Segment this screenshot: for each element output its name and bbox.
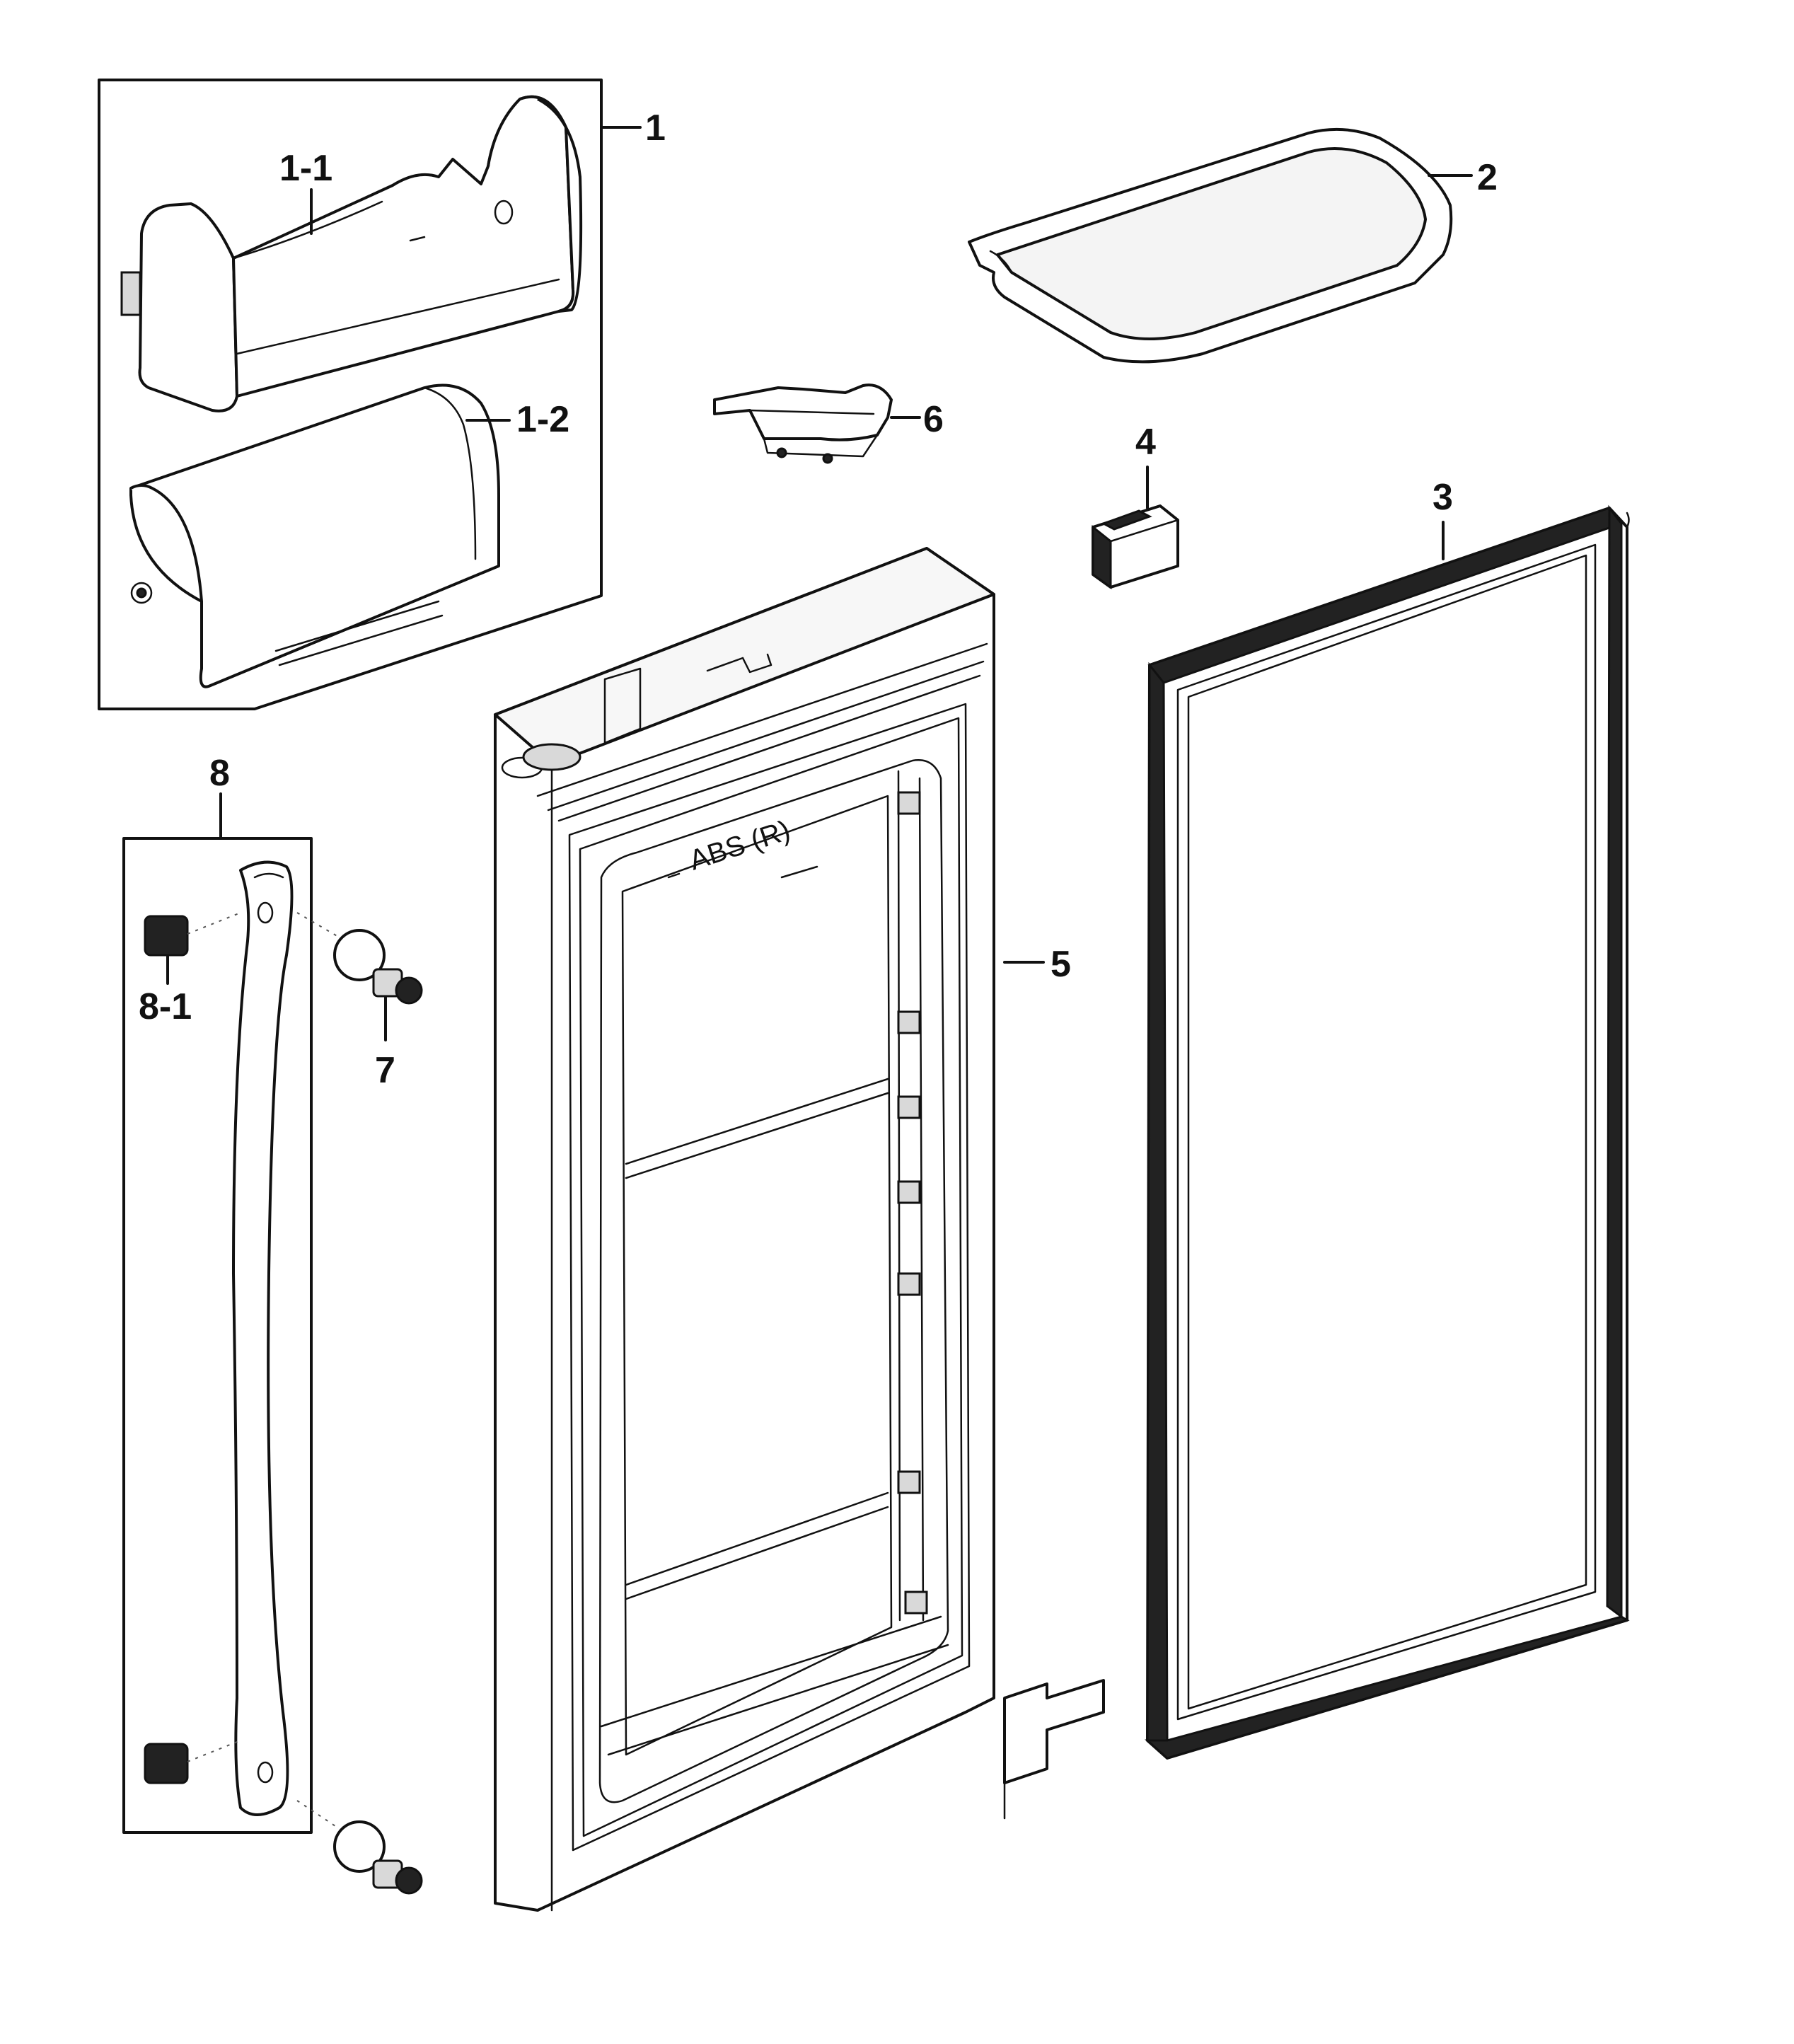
- part-7-handle-screw-bottom: [296, 1800, 423, 1895]
- callout-1: 1: [645, 108, 666, 149]
- part-3-door-gasket: [1145, 504, 1630, 1760]
- part-4-small-cap: [1092, 466, 1179, 589]
- callout-7: 7: [375, 1050, 395, 1091]
- callout-5: 5: [1051, 944, 1071, 985]
- callout-2: 2: [1477, 157, 1498, 198]
- part-6-cover: [713, 383, 921, 464]
- group-8-handle-box: [122, 792, 313, 1834]
- group-1-door-guard-box: [98, 79, 642, 710]
- callout-4: 4: [1135, 422, 1156, 463]
- callout-6: 6: [923, 399, 944, 440]
- callout-8: 8: [209, 753, 230, 794]
- callout-3: 3: [1433, 477, 1453, 518]
- callout-1-1: 1-1: [279, 148, 332, 189]
- part-1-1-door-guard-cap: [120, 95, 583, 412]
- callout-1-2: 1-2: [516, 399, 569, 440]
- part-2-guard-frame: [968, 127, 1473, 364]
- part-5-door-liner: ABS (R): [494, 547, 1105, 1912]
- callout-8-1: 8-1: [139, 986, 192, 1027]
- part-7-handle-screw-top: [296, 912, 423, 1041]
- part-1-2-door-guard-body: [129, 383, 500, 688]
